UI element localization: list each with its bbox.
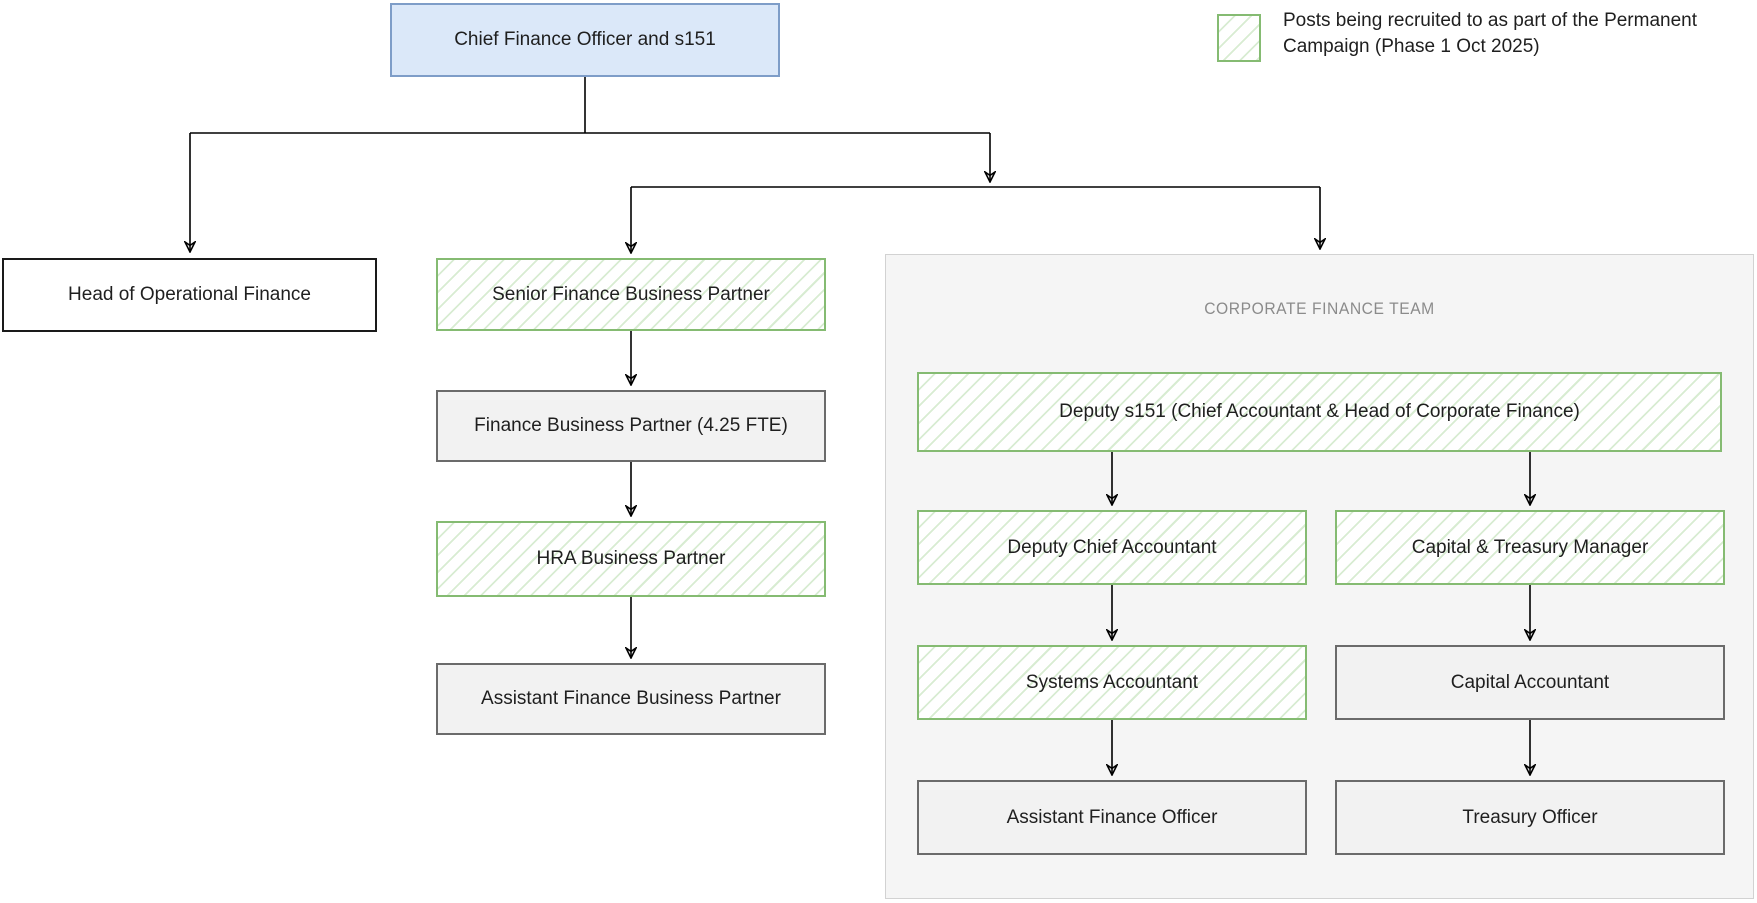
node-systems-accountant: Systems Accountant (917, 645, 1307, 720)
node-assistant-finance-business-partner: Assistant Finance Business Partner (436, 663, 826, 735)
recruiting-hatch-swatch-icon (1217, 14, 1261, 62)
node-hra-business-partner: HRA Business Partner (436, 521, 826, 597)
node-assistant-finance-officer: Assistant Finance Officer (917, 780, 1307, 855)
node-head-of-operational-finance: Head of Operational Finance (2, 258, 377, 332)
node-capital-accountant: Capital Accountant (1335, 645, 1725, 720)
node-treasury-officer: Treasury Officer (1335, 780, 1725, 855)
node-senior-finance-business-partner: Senior Finance Business Partner (436, 258, 826, 331)
node-deputy-chief-accountant: Deputy Chief Accountant (917, 510, 1307, 585)
legend-label: Posts being recruited to as part of the … (1283, 10, 1698, 58)
node-chief-finance-officer: Chief Finance Officer and s151 (390, 3, 780, 77)
legend: Posts being recruited to as part of the … (1217, 8, 1733, 62)
node-finance-business-partner: Finance Business Partner (4.25 FTE) (436, 390, 826, 462)
corporate-finance-team-title: CORPORATE FINANCE TEAM (1204, 299, 1435, 318)
node-capital-treasury-manager: Capital & Treasury Manager (1335, 510, 1725, 585)
node-deputy-s151: Deputy s151 (Chief Accountant & Head of … (917, 372, 1722, 452)
